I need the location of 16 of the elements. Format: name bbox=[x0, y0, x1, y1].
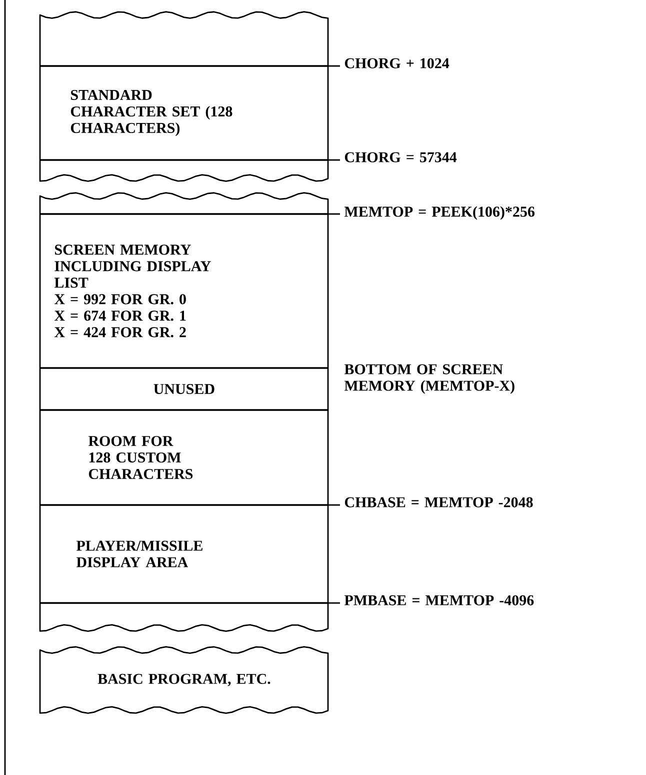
address-label: CHBASE = MEMTOP -2048 bbox=[344, 497, 533, 508]
address-label: PMBASE = MEMTOP -4096 bbox=[344, 595, 534, 606]
memory-block: SCREEN MEMORY INCLUDING DISPLAY LIST X = 992 FOR GR. 0 X = 674 FOR GR. 1 X = 424 FOR GR. 2 bbox=[39, 213, 329, 369]
memory-block bbox=[39, 192, 329, 215]
memory-block: PLAYER/MISSILE DISPLAY AREA bbox=[39, 504, 329, 604]
address-label: BOTTOM OF SCREEN MEMORY (MEMTOP-X) bbox=[344, 364, 514, 394]
memory-block bbox=[39, 11, 329, 67]
memory-block: BASIC PROGRAM, ETC. bbox=[39, 646, 329, 714]
memory-block: ROOM FOR 128 CUSTOM CHARACTERS bbox=[39, 409, 329, 506]
memory-block: STANDARD CHARACTER SET (128 CHARACTERS) bbox=[39, 65, 329, 161]
memory-block: UNUSED bbox=[39, 367, 329, 411]
memory-block bbox=[39, 159, 329, 182]
address-label: CHORG + 1024 bbox=[344, 58, 450, 68]
address-label: CHORG = 57344 bbox=[344, 152, 457, 162]
memory-block bbox=[39, 602, 329, 632]
address-label: MEMTOP = PEEK(106)*256 bbox=[344, 206, 535, 220]
